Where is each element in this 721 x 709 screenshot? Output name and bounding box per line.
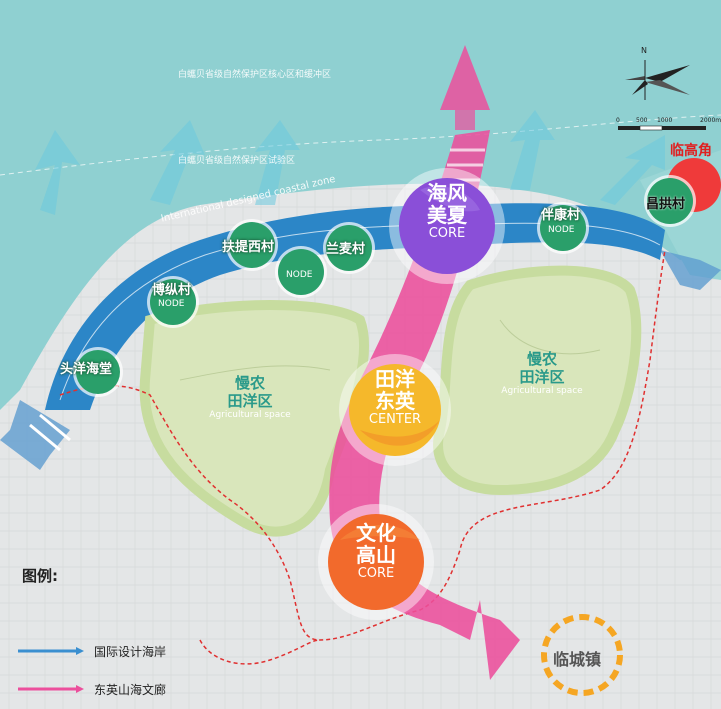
legend-coast-label: 国际设计海岸 (94, 645, 167, 659)
node-bankang[interactable] (537, 202, 589, 254)
coastal-design-band (45, 203, 665, 410)
core-haifeng-title2: 美夏 (427, 203, 467, 227)
corridor-arrow-north (440, 45, 490, 110)
core-tianyang-sub: CENTER (368, 412, 422, 427)
agri-east-sub: Agricultural space (501, 386, 583, 396)
node-unnamed[interactable] (275, 246, 327, 298)
scale-bar (618, 125, 706, 131)
village-bozong-sub: NODE (158, 299, 185, 309)
corridor-arrow-stem (455, 110, 475, 130)
legend-title: 图例: (22, 567, 58, 585)
compass-north: N (641, 46, 647, 55)
compass-rose (625, 60, 690, 100)
village-lingaojiao-label: 临高角 (670, 143, 712, 159)
east-outflow-arrow (660, 250, 721, 290)
sea-arrows (35, 110, 665, 215)
agri-area-west (139, 300, 369, 537)
agri-roads (179, 319, 601, 381)
legend-lines (18, 647, 84, 693)
village-bankang-sub: NODE (548, 225, 575, 235)
village-touyang-label: 头洋海堂 (60, 362, 113, 377)
agri-west-sub: Agricultural space (209, 410, 291, 420)
planning-boundary-south (199, 639, 321, 665)
core-wenhua-title2: 高山 (356, 543, 396, 567)
village-changgong-label: 昌拱村 (646, 197, 686, 212)
village-node-sub: NODE (286, 270, 313, 280)
agri-west-label: 慢农 田洋区 Agricultural space (205, 374, 295, 420)
zone-boundary-line (0, 114, 721, 176)
core-wenhua-sub: CORE (357, 566, 395, 581)
core-tianyang[interactable] (339, 354, 451, 466)
core-tianyang-title1: 田洋 (375, 367, 415, 391)
core-wenhua-title1: 文化 (356, 521, 396, 545)
scale-1000: 1000 (657, 117, 673, 124)
agri-east-title2: 田洋区 (519, 368, 565, 386)
zone-label-core: 白蠵贝省级自然保护区核心区和缓冲区 (178, 70, 332, 80)
core-haifeng-sub: CORE (428, 226, 466, 241)
scale-2000: 2000m (700, 117, 721, 124)
town-ring (541, 614, 623, 696)
town-label: 临城镇 (553, 650, 602, 669)
core-wenhua-label: 文化 高山 CORE (336, 522, 416, 581)
node-bozong[interactable] (147, 276, 199, 328)
core-tianyang-title2: 东英 (375, 389, 415, 413)
core-haifeng-title1: 海风 (427, 181, 467, 205)
core-wenhua[interactable] (318, 504, 434, 620)
village-bozong-label: 博纵村 (152, 283, 192, 298)
west-arrow-stripes (29, 413, 71, 452)
west-outflow-arrow (0, 400, 70, 470)
planning-boundary (59, 249, 666, 641)
node-lanmai[interactable] (323, 222, 375, 274)
village-lanmai-label: 兰麦村 (326, 242, 366, 257)
legend-corridor-label: 东英山海文廊 (94, 683, 167, 697)
scale-500: 500 (636, 117, 648, 124)
agri-west-title1: 慢农 (234, 374, 265, 392)
core-haifeng[interactable] (389, 168, 505, 284)
agri-area-east (433, 265, 642, 496)
village-futi-label: 扶提西村 (222, 240, 275, 255)
scale-0: 0 (616, 117, 620, 124)
sea-area (0, 0, 721, 410)
node-futi[interactable] (226, 219, 278, 271)
agri-east-label: 慢农 田洋区 Agricultural space (497, 350, 587, 396)
node-changgong[interactable] (644, 175, 696, 227)
agri-east-title1: 慢农 (526, 350, 557, 368)
core-tianyang-label: 田洋 东英 CENTER (355, 368, 435, 427)
node-touyang[interactable] (73, 347, 123, 397)
zone-label-experimental: 白蠵贝省级自然保护区试验区 (178, 156, 296, 166)
core-haifeng-label: 海风 美夏 CORE (407, 182, 487, 241)
village-bankang-label: 伴康村 (541, 208, 581, 223)
agri-west-title2: 田洋区 (227, 392, 273, 410)
